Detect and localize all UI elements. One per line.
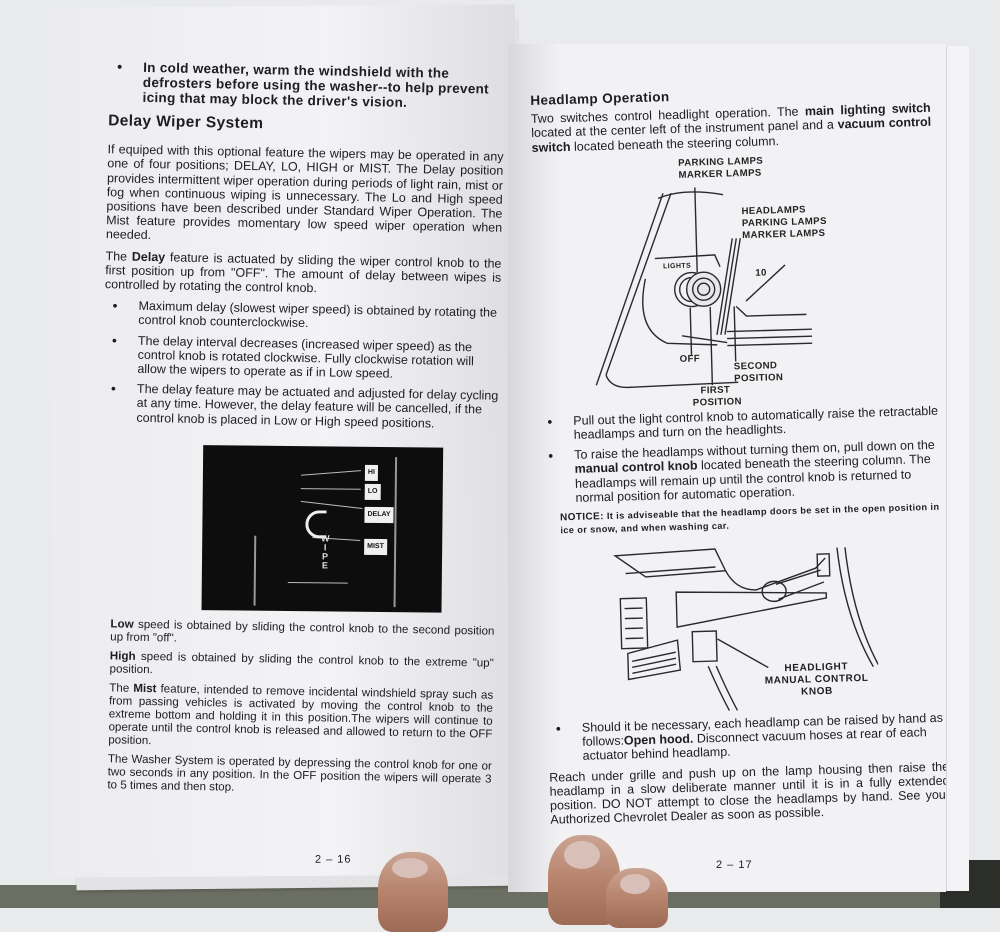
marker-lamps-label: MARKER LAMPS [678, 167, 762, 181]
left-page: In cold weather, warm the windshield wit… [46, 4, 522, 878]
list-item: The delay interval decreases (increased … [103, 333, 500, 383]
right-page-content: Headlamp Operation Two switches control … [530, 77, 951, 834]
manual-control-knob-diagram: HEADLIGHT MANUAL CONTROL KNOB [605, 537, 880, 714]
manual-raise-paragraph: Reach under grille and push up on the la… [549, 759, 951, 827]
cold-weather-bullet: In cold weather, warm the windshield wit… [108, 59, 505, 112]
finger-left [378, 852, 448, 932]
first-position-label-2: POSITION [692, 396, 743, 409]
second-position-label-2: POSITION [734, 371, 784, 385]
washer-paragraph: The Washer System is operated by depress… [107, 752, 492, 794]
right-page: Headlamp Operation Two switches control … [508, 44, 950, 892]
mist-label: MIST [364, 538, 387, 556]
delay-intro-paragraph: If equiped with this optional feature th… [105, 142, 504, 243]
headlight-manual-control-knob-label: HEADLIGHT MANUAL CONTROL KNOB [764, 661, 869, 698]
delay-wiper-heading: Delay Wiper System [107, 112, 264, 133]
headlamp-intro-paragraph: Two switches control headlight operation… [530, 101, 932, 155]
delay-label: DELAY [364, 506, 394, 524]
wiper-switch-photo: HI LO DELAY MIST W I P E [201, 444, 444, 613]
delay-bullets: Maximum delay (slowest wiper speed) is o… [102, 298, 500, 431]
light-switch-diagram: PARKING LAMPS MARKER LAMPS HEADLAMPS PAR… [582, 153, 839, 409]
finger-right [606, 868, 668, 928]
left-page-content: In cold weather, warm the windshield wit… [95, 59, 505, 804]
lights-label: LIGHTS [662, 262, 692, 271]
list-item: Should it be necessary, each headlamp ca… [548, 711, 949, 765]
delay-actuation-paragraph: The Delay feature is actuated by sliding… [104, 248, 502, 296]
light-switch-illustration [595, 187, 813, 388]
steering-column-illustration [613, 547, 879, 712]
lo-label: LO [364, 483, 381, 501]
low-speed-paragraph: Low speed is obtained by sliding the con… [110, 617, 495, 645]
list-item: The delay feature may be actuated and ad… [102, 381, 499, 431]
page-number-left: 2 – 16 [314, 853, 352, 866]
wipe-label: W I P E [320, 533, 330, 571]
hi-label: HI [364, 464, 379, 482]
second-position-label: SECOND [733, 360, 778, 373]
high-speed-paragraph: High speed is obtained by sliding the co… [109, 649, 494, 677]
notice-text: NOTICE: It is adviseable that the headla… [559, 501, 940, 536]
right-page-edge [946, 46, 969, 891]
marker-lamps-label-2: MARKER LAMPS [742, 227, 826, 241]
page-number-right: 2 – 17 [716, 859, 753, 871]
list-item: Pull out the light control knob to autom… [539, 404, 940, 444]
ten-label: 10 [755, 267, 767, 279]
mist-paragraph: The Mist feature, intended to remove inc… [108, 681, 494, 748]
list-item: Maximum delay (slowest wiper speed) is o… [104, 298, 500, 334]
list-item: To raise the headlamps without turning t… [540, 438, 941, 506]
first-position-label: FIRST [700, 384, 731, 397]
headlamps-label: HEADLAMPS [741, 204, 807, 217]
off-label: OFF [679, 353, 701, 365]
